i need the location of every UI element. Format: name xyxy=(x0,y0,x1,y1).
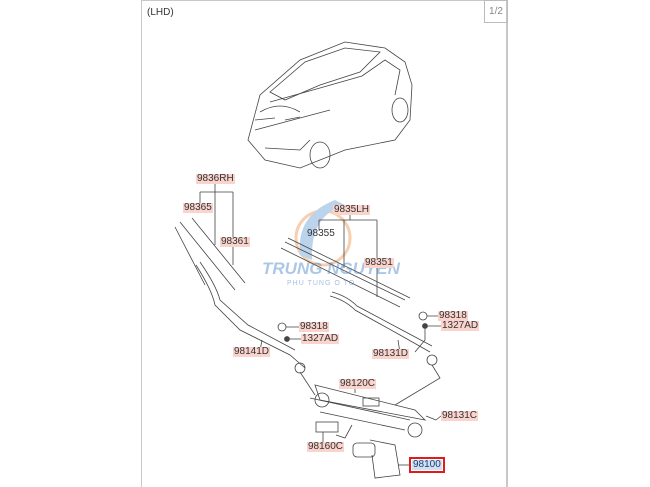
part-label-98318-right[interactable]: 98318 xyxy=(438,310,468,321)
variant-label: (LHD) xyxy=(147,7,174,18)
rh-blade-group xyxy=(174,183,306,369)
diagram-frame xyxy=(141,0,508,487)
part-label-98318-left[interactable]: 98318 xyxy=(299,321,329,332)
part-label-9836rh[interactable]: 9836RH xyxy=(196,173,235,184)
part-label-98100-selected[interactable]: 98100 xyxy=(409,457,445,473)
lh-blade-group xyxy=(280,214,433,353)
page-indicator[interactable]: 1/2 xyxy=(484,0,508,23)
part-label-98365[interactable]: 98365 xyxy=(183,202,213,213)
part-label-98120c[interactable]: 98120C xyxy=(339,378,377,389)
part-label-98355[interactable]: 98355 xyxy=(307,228,335,239)
part-label-98131c[interactable]: 98131C xyxy=(441,410,479,421)
part-label-98351[interactable]: 98351 xyxy=(364,257,394,268)
part-label-98131d[interactable]: 98131D xyxy=(372,348,410,359)
part-label-9835lh[interactable]: 9835LH xyxy=(333,204,371,215)
part-label-1327ad-left[interactable]: 1327AD xyxy=(301,333,340,344)
part-label-98361[interactable]: 98361 xyxy=(220,236,250,247)
car-illustration xyxy=(247,41,413,169)
watermark-tagline: PHU TUNG O TO xyxy=(287,280,356,287)
part-label-98160c[interactable]: 98160C xyxy=(307,441,345,452)
watermark-logo xyxy=(294,200,352,267)
part-label-1327ad-right[interactable]: 1327AD xyxy=(441,320,480,331)
part-label-98141d[interactable]: 98141D xyxy=(233,346,271,357)
fasteners xyxy=(251,311,441,374)
